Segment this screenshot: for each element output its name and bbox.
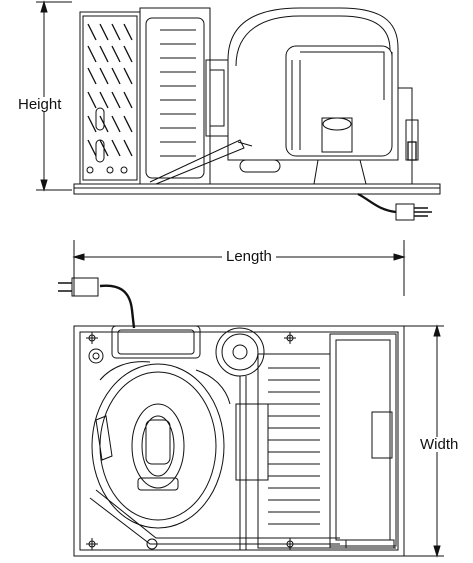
side-fan-assembly bbox=[139, 7, 253, 185]
height-dimension bbox=[36, 0, 72, 192]
height-dimension-label: Height bbox=[18, 96, 62, 113]
side-condenser-coil bbox=[79, 11, 141, 185]
side-base-plate bbox=[73, 183, 441, 195]
top-discharge-line bbox=[89, 489, 395, 550]
side-view bbox=[36, 0, 441, 221]
top-electrical-box bbox=[88, 325, 201, 364]
top-accumulator bbox=[215, 327, 265, 550]
top-condenser-coil bbox=[329, 333, 397, 549]
top-base-plate bbox=[73, 325, 405, 557]
side-compressor bbox=[227, 7, 419, 185]
length-dimension-label: Length bbox=[222, 249, 276, 264]
top-view bbox=[58, 240, 444, 558]
top-condenser-fan bbox=[235, 353, 331, 549]
top-compressor bbox=[91, 361, 231, 529]
side-power-cord bbox=[357, 193, 432, 221]
top-power-cord bbox=[58, 277, 136, 329]
width-dimension-label: Width bbox=[420, 436, 459, 453]
